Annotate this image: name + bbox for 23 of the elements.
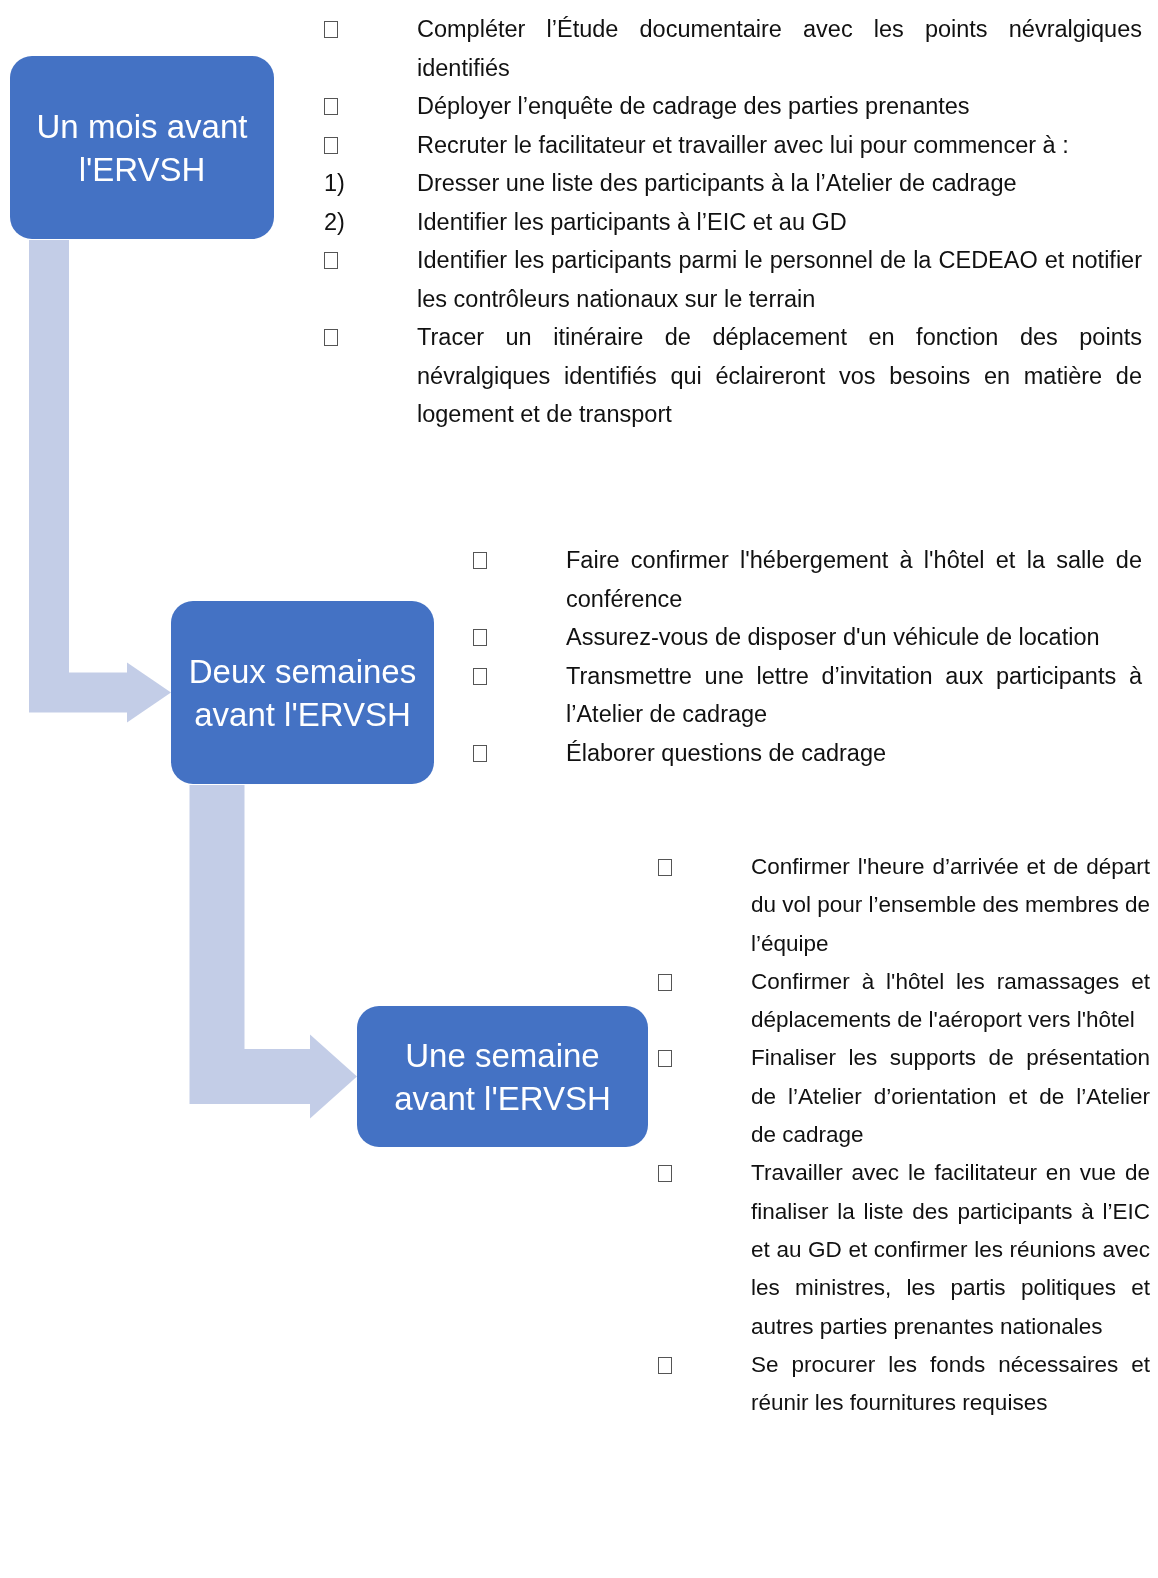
task-text: Déployer l’enquête de cadrage des parties prenantes (417, 92, 971, 121)
task-text: Transmettre une lettre d’invitation aux participants à l’Atelier de cadrage (566, 661, 1142, 729)
task-text: Assurez-vous de disposer d'un véhicule de location (566, 623, 1101, 652)
task-text: Élaborer questions de cadrage (566, 738, 888, 768)
task-text: Compléter l’Étude documentaire avec les points névralgiques identifiés (417, 15, 1142, 83)
task-text: Faire confirmer l'hébergement à l'hôtel et la salle de conférence (566, 546, 1142, 614)
task-text: Identifier les participants à l’EIC et au GD (417, 207, 848, 237)
task-text: Confirmer l'heure d’arrivée et de départ du vol pour l’ensemble des membres de l’équipe (751, 853, 1150, 958)
task-text: Recruter le facilitateur et travailler avec lui pour commencer à : (417, 130, 1070, 160)
bent-arrow (189, 785, 357, 1119)
task-text: Se procurer les fonds nécessaires et réunir les fournitures requises (751, 1350, 1150, 1418)
task-text: Travailler avec le facilitateur en vue de finaliser la liste des participants à l’EIC et au GD et confirmer les réunions avec les ministres, les partis politiques et autres parties prenantes nationales (751, 1159, 1150, 1341)
task-text: Dresser une liste des participants à la l’Atelier de cadrage (417, 169, 1018, 198)
bent-arrow (29, 240, 171, 723)
task-text: Identifier les participants parmi le personnel de la CEDEAO et notifier les contrôleurs nationaux sur le terrain (417, 246, 1142, 314)
list-number: 2) (324, 207, 345, 237)
phase-box: Une semaine avant l'ERVSH (357, 1006, 648, 1147)
list-number: 1) (324, 169, 345, 198)
phase-box: Un mois avant l'ERVSH (10, 56, 274, 239)
task-text: Finaliser les supports de présentation de l’Atelier d’orientation et de l’Atelier de cadrage (751, 1044, 1150, 1150)
task-text: Confirmer à l'hôtel les ramassages et déplacements de l'aéroport vers l'hôtel (751, 967, 1150, 1035)
task-text: Tracer un itinéraire de déplacement en fonction des points névralgiques identifiés qui éclaireront vos besoins en matière de logement et de transport (417, 323, 1142, 429)
phase-box: Deux semaines avant l'ERVSH (171, 601, 434, 784)
